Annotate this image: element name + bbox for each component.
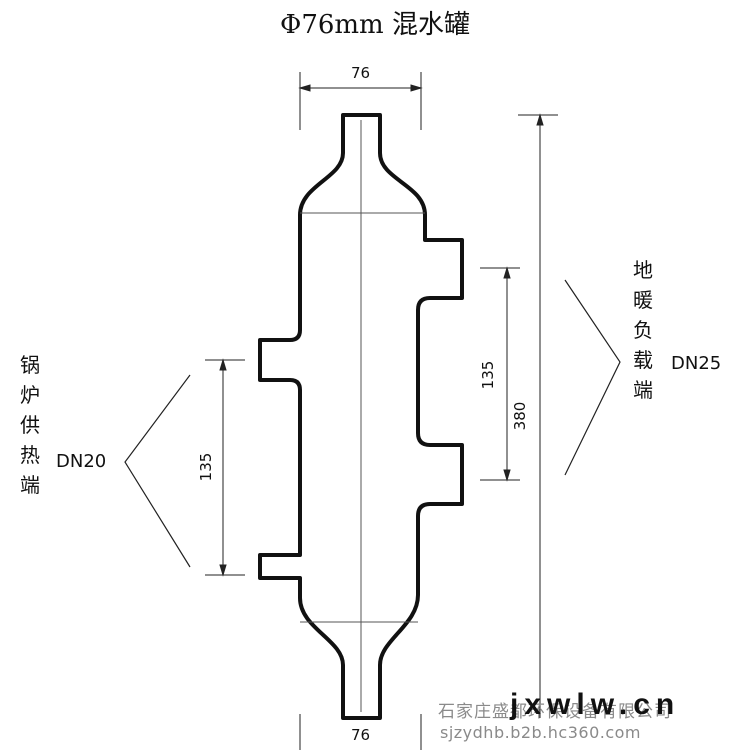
left-label-char: 端 bbox=[20, 473, 40, 497]
bottom-width-dimension bbox=[299, 714, 422, 750]
bottom-width-label: 76 bbox=[351, 726, 371, 744]
left-label-char: 供 bbox=[20, 413, 40, 437]
right-label-char: 负 bbox=[633, 318, 653, 342]
right-label-char: 地 bbox=[633, 258, 653, 282]
total-height-label: 380 bbox=[511, 401, 529, 431]
top-width-label: 76 bbox=[351, 64, 371, 82]
tank-outline bbox=[258, 113, 464, 720]
left-label-char: 炉 bbox=[20, 383, 40, 407]
left-spacing-dimension bbox=[205, 358, 245, 577]
right-label-char: 载 bbox=[633, 348, 653, 372]
diagram-title: Φ76mm 混水罐 bbox=[280, 10, 470, 40]
left-vertical-label: 锅 炉 供 热 端 bbox=[17, 350, 43, 500]
left-size-label: DN20 bbox=[56, 451, 107, 472]
right-vertical-label: 地 暖 负 载 端 bbox=[630, 255, 656, 405]
watermark-brand: jxwlw.cn bbox=[510, 688, 681, 721]
left-spacing-label: 135 bbox=[197, 452, 215, 482]
right-label-char: 暖 bbox=[633, 288, 653, 312]
right-bracket bbox=[564, 279, 621, 476]
left-label-char: 热 bbox=[20, 443, 40, 467]
top-width-dimension bbox=[298, 72, 423, 130]
right-label-char: 端 bbox=[633, 378, 653, 402]
right-spacing-label: 135 bbox=[479, 360, 497, 390]
left-bracket bbox=[124, 374, 191, 568]
right-size-label: DN25 bbox=[671, 353, 722, 374]
watermark-url: sjzydhb.b2b.hc360.com bbox=[440, 723, 641, 742]
total-height-dimension bbox=[518, 113, 558, 718]
watermark-company: 石家庄盛都环保设备有限公司 bbox=[438, 702, 672, 722]
left-label-char: 锅 bbox=[20, 353, 40, 377]
right-spacing-dimension bbox=[480, 266, 520, 482]
